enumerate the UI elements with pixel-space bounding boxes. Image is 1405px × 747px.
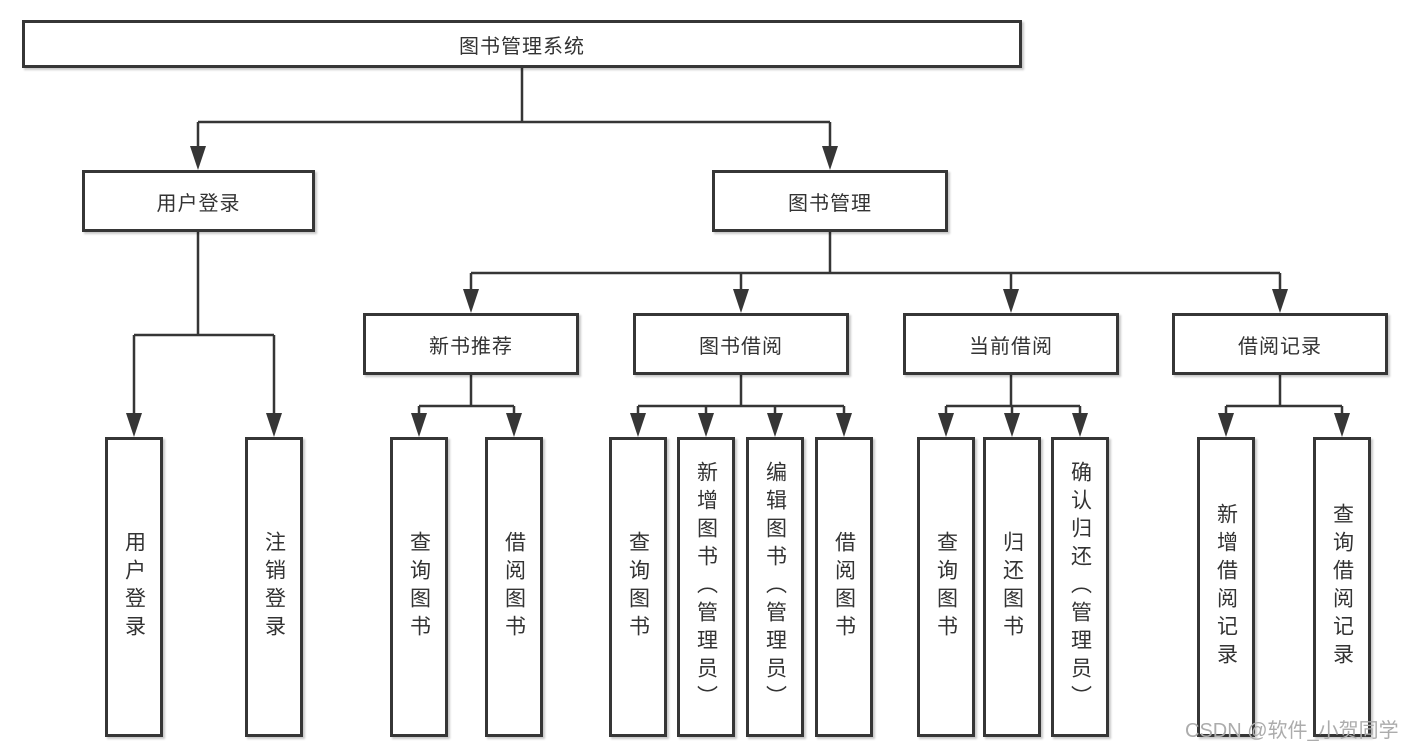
leaf-query-books-current: 查询图书 (917, 437, 975, 737)
leaf-return-book: 归还图书 (983, 437, 1041, 737)
node-borrow-records-label: 借阅记录 (1238, 335, 1322, 358)
node-borrow-records: 借阅记录 (1172, 313, 1388, 375)
leaf-add-borrow-record-label: 新增借阅记录 (1214, 503, 1238, 671)
leaf-query-books-current-label: 查询图书 (934, 531, 958, 643)
leaf-query-borrow-record: 查询借阅记录 (1313, 437, 1371, 737)
node-current-borrow: 当前借阅 (903, 313, 1119, 375)
leaf-user-login-label: 用户登录 (122, 531, 146, 643)
leaf-borrow-books-recommend-label: 借阅图书 (502, 531, 526, 643)
leaf-query-books-recommend: 查询图书 (390, 437, 448, 737)
leaf-user-login: 用户登录 (105, 437, 163, 737)
leaf-borrow-books: 借阅图书 (815, 437, 873, 737)
leaf-confirm-return-admin-label: 确认归还（管理员） (1068, 461, 1092, 713)
leaf-add-borrow-record: 新增借阅记录 (1197, 437, 1255, 737)
leaf-query-books-recommend-label: 查询图书 (407, 531, 431, 643)
node-new-book-recommend: 新书推荐 (363, 313, 579, 375)
leaf-edit-book-admin: 编辑图书（管理员） (746, 437, 804, 737)
node-new-book-recommend-label: 新书推荐 (429, 335, 513, 358)
node-book-borrow-label: 图书借阅 (699, 335, 783, 358)
node-book-management-label: 图书管理 (788, 192, 872, 215)
leaf-confirm-return-admin: 确认归还（管理员） (1051, 437, 1109, 737)
leaf-logout: 注销登录 (245, 437, 303, 737)
node-library-management-system: 图书管理系统 (22, 20, 1022, 68)
node-library-management-system-label: 图书管理系统 (459, 35, 585, 58)
leaf-add-book-admin-label: 新增图书（管理员） (694, 461, 718, 713)
leaf-query-books-borrow: 查询图书 (609, 437, 667, 737)
node-user-login: 用户登录 (82, 170, 315, 232)
node-user-login-label: 用户登录 (156, 192, 241, 215)
leaf-borrow-books-label: 借阅图书 (832, 531, 856, 643)
arrowheads (126, 146, 1350, 437)
node-current-borrow-label: 当前借阅 (969, 335, 1053, 358)
leaf-borrow-books-recommend: 借阅图书 (485, 437, 543, 737)
node-book-management: 图书管理 (712, 170, 948, 232)
leaf-logout-label: 注销登录 (262, 531, 286, 643)
leaf-return-book-label: 归还图书 (1000, 531, 1024, 643)
csdn-watermark: CSDN @软件_小贺同学 (1185, 720, 1399, 742)
leaf-query-borrow-record-label: 查询借阅记录 (1330, 503, 1354, 671)
leaf-query-books-borrow-label: 查询图书 (626, 531, 650, 643)
leaf-edit-book-admin-label: 编辑图书（管理员） (763, 461, 787, 713)
leaf-add-book-admin: 新增图书（管理员） (677, 437, 735, 737)
node-book-borrow: 图书借阅 (633, 313, 849, 375)
